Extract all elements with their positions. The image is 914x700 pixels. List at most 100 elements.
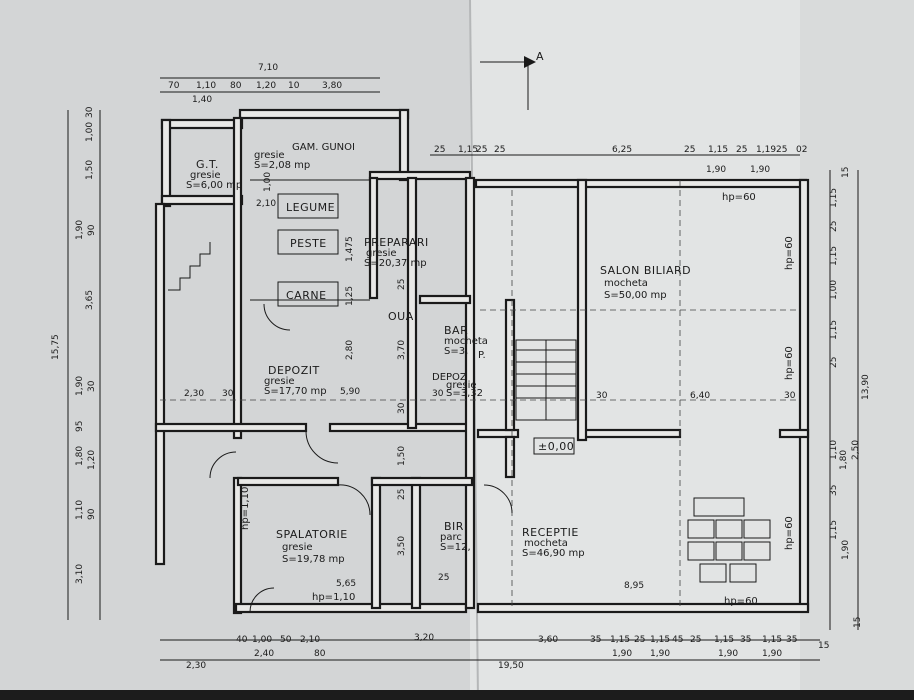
wall-spal-top: [236, 476, 340, 487]
dim-right-14: 15: [853, 617, 863, 628]
hp-label-2: hp=60: [724, 596, 758, 607]
door-arc-depozit: [305, 430, 339, 464]
dim-mid-left: 2,30: [184, 389, 204, 399]
dim-left-1: 1,00: [85, 122, 95, 142]
dim-br-13: 1,15: [714, 635, 734, 645]
wall-gt-bottom: [160, 194, 244, 206]
dim-br-3: 2,10: [300, 635, 320, 645]
dim-right-0: 15: [841, 167, 851, 178]
dim-top-total: 7,10: [258, 63, 278, 73]
dim-right-11: 35: [829, 485, 839, 496]
dim-top-4: 10: [288, 81, 300, 91]
dim-inner-0: 1,475: [345, 236, 355, 262]
room-gt-floor: gresie: [190, 170, 221, 181]
dim-mid-e: 30: [596, 391, 608, 401]
dim-mid-b: 30: [222, 389, 234, 399]
wall-left-outer: [154, 202, 166, 566]
dim-br-9: 25: [634, 635, 645, 645]
dim-br-11: 45: [672, 635, 683, 645]
section-marker-label: A: [536, 50, 544, 63]
wall-bottom-right: [476, 602, 810, 614]
room-spalatorie-area: S=19,78 mp: [282, 554, 345, 565]
level-box: [533, 437, 575, 455]
dim-inner-2: 2,80: [345, 340, 355, 360]
dim-left-3: 1,90: [75, 220, 85, 240]
hp-label-1: hp=60: [722, 192, 756, 203]
dim-tr2-1: 1,90: [750, 165, 770, 175]
dim-tr-4: 6,25: [612, 145, 632, 155]
dim-bot-c: 25: [438, 573, 449, 583]
dim-right-12: 1,90: [841, 540, 851, 560]
room-salon-floor: mocheta: [604, 278, 648, 289]
door-arc-spal: [337, 484, 371, 516]
room-receptie-name: RECEPTIE: [522, 526, 579, 539]
dim-br-5: 3,20: [414, 633, 434, 643]
dim-left-total: 15,75: [51, 334, 61, 360]
furniture-sofa: [687, 497, 771, 583]
room-depozit-floor: gresie: [264, 376, 295, 387]
dim-br-8: 1,15: [610, 635, 630, 645]
walls: [154, 108, 810, 615]
wall-horizontal-mid-left: [154, 422, 308, 433]
room-salon-name: SALON BILIARD: [600, 264, 691, 277]
dim-left-6: 1,90: [75, 376, 85, 396]
dim-inner-3: 3,70: [397, 340, 407, 360]
dim-top-1: 1,10: [196, 81, 216, 91]
label-legume: LEGUME: [286, 201, 335, 214]
door-arc-kitchen: [263, 303, 291, 331]
dim-tr-7: 25: [736, 145, 747, 155]
dim-bottom-left: 2,30: [186, 661, 206, 671]
dim-top2-0: 1,40: [192, 95, 212, 105]
paper-right-strip: [800, 0, 914, 700]
room-depozit-area: S=17,70 mp: [264, 386, 327, 397]
dim-right-9: 2,50: [851, 440, 861, 460]
room-depozit2-area: S=3,32: [446, 388, 483, 399]
dim-tr-8: 1,19: [756, 145, 776, 155]
door-arc-recep: [483, 484, 513, 514]
room-spalatorie-floor: gresie: [282, 542, 313, 553]
room-pregatire-area: S=20,37 mp: [364, 258, 427, 269]
dim-inner-6: 25: [397, 489, 407, 500]
label-p: P.: [478, 350, 486, 361]
room-gunoi-floor: gresie: [254, 150, 285, 161]
hp-label-5: hp=60: [784, 516, 795, 550]
dim-left-4: 90: [87, 224, 97, 236]
dim-right-4: 1,00: [829, 280, 839, 300]
dim-br2-1: 1,90: [612, 649, 632, 659]
dim-top-3: 1,20: [256, 81, 276, 91]
dim-tr-2: 25: [476, 145, 487, 155]
wall-top-right: [474, 178, 808, 189]
room-bar-floor: mocheta: [444, 336, 488, 347]
dim-tr-3: 25: [494, 145, 505, 155]
wall-bottom-left: [234, 602, 468, 614]
room-gunoi-name: GAM. GUNOI: [292, 142, 355, 153]
wall-inner-v1: [406, 176, 418, 430]
dim-left-7: 30: [87, 380, 97, 392]
dim-inner-8: 30: [397, 402, 407, 414]
hp-label-6: hp=1,10: [312, 592, 355, 603]
dim-top-5: 3,80: [322, 81, 342, 91]
box-carne: [277, 281, 339, 307]
hp-label-3: hp=60: [784, 236, 795, 270]
room-pregatire-floor: gresie: [366, 248, 397, 259]
room-pregatire-name: PREPARARI: [364, 236, 429, 249]
room-receptie-floor: mocheta: [524, 538, 568, 549]
wall-vertical-main: [232, 116, 243, 440]
wall-stair-left: [504, 298, 516, 432]
dim-left-11: 1,10: [75, 500, 85, 520]
dim-tr-5: 25: [684, 145, 695, 155]
dim-br-1: 1,00: [252, 635, 272, 645]
dim-br-7: 35: [590, 635, 601, 645]
dim-right-1: 1,15: [829, 188, 839, 208]
dim-bottom-total: 19,50: [498, 661, 524, 671]
dim-tr-6: 1,15: [708, 145, 728, 155]
dimension-lines: [67, 77, 859, 661]
dim-right-7: 1,10: [829, 440, 839, 460]
dim-mid-a: 5,90: [340, 387, 360, 397]
dim-left-5: 3,65: [85, 290, 95, 310]
stairs-middle: [515, 339, 577, 421]
section-arrow: [524, 56, 536, 68]
door-arc-bottom: [249, 587, 275, 613]
wall-inner-v2: [464, 176, 476, 610]
